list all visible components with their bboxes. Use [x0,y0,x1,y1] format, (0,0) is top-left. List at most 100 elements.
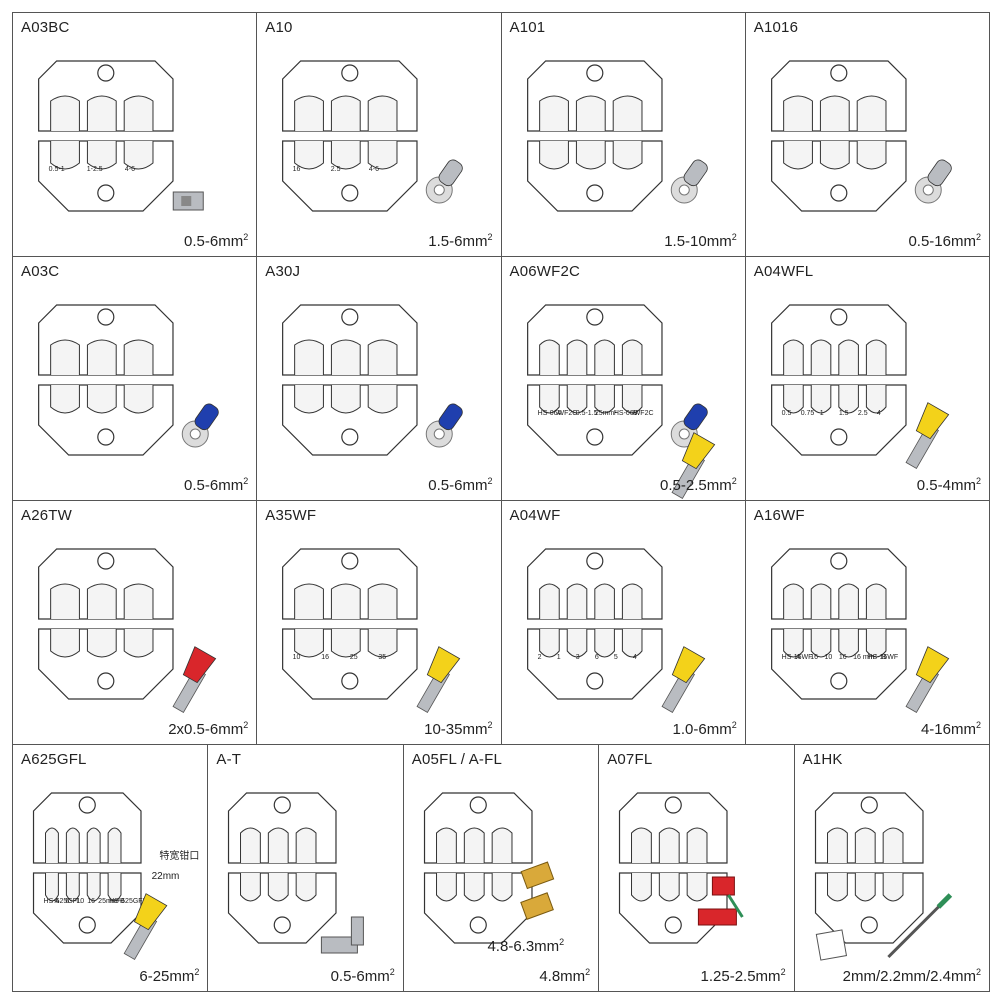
wire-range: 1.5-10mm2 [664,232,737,250]
wire-range: 4-16mm2 [920,720,981,738]
die-label: HS-06WF2C [613,410,653,417]
terminal-icon [172,646,217,713]
terminal-icon [181,403,219,448]
die-label: 0.5-1.5 [575,410,597,417]
die-label: 1 [556,654,560,661]
die-label: A [556,410,561,417]
terminal-icon [670,159,708,204]
die-illustration [526,60,708,212]
die-label: 10 [824,654,832,661]
die-illustration [619,792,744,944]
terminal-icon [661,646,705,713]
model-name: A04WF [509,507,561,524]
die-label: 5 [613,654,617,661]
die-illustration [282,304,463,456]
die-label: 10 [76,898,84,905]
wire-range: 0.5-6mm2 [428,476,493,494]
terminal-icon [123,893,168,960]
product-cell: A07FL 1.25-2.5mm2 [598,744,795,992]
die-label: 10 [293,654,301,661]
model-name: A35WF [265,507,317,524]
wire-range: 0.5-16mm2 [908,232,981,250]
model-name: A06WF2C [509,263,581,280]
die-illustration [38,548,217,713]
die-label: 2.5 [858,410,868,417]
die-label: 0.75 [800,410,814,417]
die-label: B [881,654,886,661]
die-label: HS-16WF [867,654,898,661]
die-label: 4-6 [369,166,379,173]
die-illustration [770,60,952,212]
die-drawing [38,304,174,456]
terminal-icon [416,646,461,713]
model-name: A16WF [753,507,805,524]
die-label: 1 [820,410,824,417]
die-label: 2.5 [331,166,341,173]
terminal-icon [426,159,463,204]
die-label: 1-2.5 [87,166,103,173]
die-label: 4 [877,410,881,417]
wire-range: 0.5-6mm2 [184,476,249,494]
die-drawing [814,792,924,944]
product-cell: A1016 0.5-16mm2 [744,12,990,257]
die-illustration [423,792,555,944]
die-label: A [796,654,801,661]
die-drawing [423,792,533,944]
die-label: B [120,898,125,905]
terminal-icon [914,159,952,204]
die-illustration: 0.5-1 1-2.5 4-6 [38,60,204,212]
terminal-icon [426,403,463,448]
model-name: A625GFL [21,751,87,768]
die-label: 16 [839,654,847,661]
wire-range: 0.5-6mm2 [330,967,395,985]
die-label: A [54,898,59,905]
die-label: 0.5-1 [49,166,65,173]
die-label: 25mm² [98,898,120,905]
die-label: 4-6 [125,166,135,173]
die-label: 0.5 [781,410,791,417]
die-label: 16 [87,898,95,905]
model-name: A1016 [753,19,799,36]
die-label: 16 [810,654,818,661]
die-label: 6 [594,654,598,661]
terminal-icon [172,191,204,211]
wire-range: 1.25-2.5mm2 [700,967,786,985]
model-name: A1HK [802,751,843,768]
wide-jaw-note: 特宽钳口 [159,851,200,862]
model-name: A26TW [21,507,73,524]
wire-range: 0.5-4mm2 [916,476,981,494]
terminal-icon [905,402,949,469]
terminal-icon [815,893,952,961]
die-label: 3 [575,654,579,661]
die-label: 16 mm² [853,654,877,661]
die-label: 16 [321,654,329,661]
model-name: A07FL [607,751,653,768]
die-label: 16 [293,166,301,173]
die-label: 2 [537,654,541,661]
die-drawing [38,548,174,700]
model-name: A101 [509,19,546,36]
wire-range: 2x0.5-6mm2 [168,720,249,738]
die-drawing [770,60,907,212]
die-illustration [228,792,365,954]
